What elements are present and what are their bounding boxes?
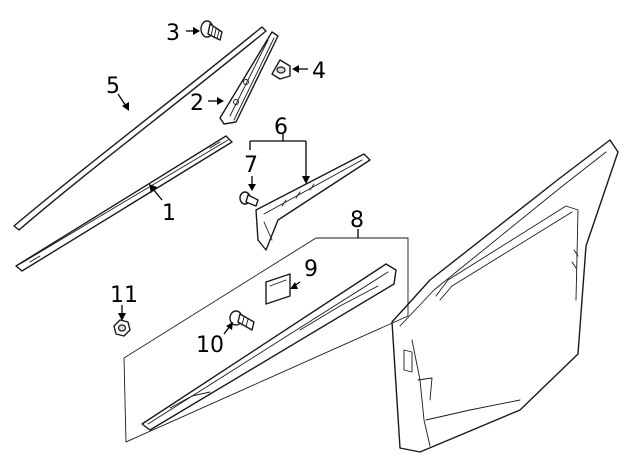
- callout-4: 4: [312, 59, 326, 84]
- part-11-nut[interactable]: [113, 319, 131, 337]
- part-7-screw[interactable]: [239, 191, 259, 207]
- leader-lines: [117, 27, 359, 335]
- callout-6: 6: [274, 115, 288, 140]
- callout-8: 8: [350, 208, 364, 233]
- callout-9: 9: [304, 257, 318, 282]
- callout-1: 1: [162, 201, 176, 226]
- part-10-screw[interactable]: [229, 310, 255, 331]
- part-9-clip[interactable]: [265, 273, 291, 305]
- callout-11: 11: [110, 283, 138, 308]
- callout-2: 2: [190, 91, 204, 116]
- part-1-belt-molding[interactable]: [15, 135, 233, 272]
- callout-3: 3: [166, 21, 180, 46]
- callout-10: 10: [196, 333, 224, 358]
- callout-labels: 3 4 5 2 6 7 1 8 9 11 10: [106, 21, 364, 358]
- callout-5: 5: [106, 74, 120, 99]
- part-8-door-molding[interactable]: [141, 263, 397, 431]
- part-5-drip-molding[interactable]: [13, 26, 267, 231]
- part-6-garnish[interactable]: [255, 153, 371, 251]
- part-3-screw[interactable]: [200, 20, 223, 41]
- part-2-pillar-applique[interactable]: [219, 31, 279, 125]
- part-4-clip[interactable]: [271, 59, 291, 80]
- part-8-kit-outline: [123, 237, 409, 443]
- callout-7: 7: [244, 153, 258, 178]
- front-door-shell[interactable]: [391, 139, 619, 453]
